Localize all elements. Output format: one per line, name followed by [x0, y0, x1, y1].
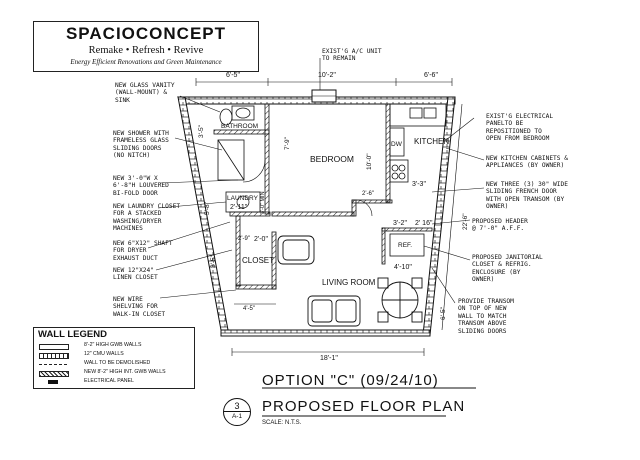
dim-top-middle: 10'-2": [318, 72, 336, 79]
refrigerator: [389, 233, 425, 257]
room-label-ref: REF.: [398, 242, 413, 249]
note-kitchen-cabinets: NEW KITCHEN CABINETS & APPLIANCES (BY OW…: [486, 155, 568, 170]
plan-title: PROPOSED FLOOR PLAN: [262, 398, 466, 415]
note-shower: NEW SHOWER WITH FRAMELESS GLASS SLIDING …: [113, 130, 169, 160]
room-label-dw: DW: [391, 141, 402, 148]
legend-label: ELECTRICAL PANEL: [84, 378, 134, 384]
room-label-bathroom: BATHROOM: [221, 123, 259, 130]
legend-swatch-gwb: [39, 344, 69, 350]
legend-label: 12" CMU WALLS: [84, 351, 124, 357]
legend-title: WALL LEGEND: [38, 329, 107, 340]
company-tagline: Remake • Refresh • Revive: [88, 45, 204, 56]
company-subline: Energy Efficient Renovations and Green M…: [70, 58, 222, 66]
legend-item: WALL TO BE DEMOLISHED: [34, 359, 194, 369]
dim-right-lower: 6'-5": [440, 307, 447, 320]
company-logo-block: SPACIOCONCEPT Remake • Refresh • Revive …: [33, 21, 259, 72]
bathroom-fixtures: [217, 105, 255, 181]
dim-laundry-w: 2'-11": [230, 204, 248, 211]
plan-scale: SCALE: N.T.S.: [262, 420, 302, 426]
note-shelving: NEW WIRE SHELVING FOR WALK-IN CLOSET: [113, 296, 166, 318]
leader-lines: [147, 58, 485, 304]
legend-item: NEW 8'-2" HIGH INT. GWB WALLS: [34, 368, 194, 378]
sofa: [307, 295, 361, 327]
note-transom: PROVIDE TRANSOM ON TOP OF NEW WALL TO MA…: [458, 298, 514, 335]
legend-label: NEW 8'-2" HIGH INT. GWB WALLS: [84, 369, 166, 375]
note-glass-vanity: NEW GLASS VANITY (WALL-MOUNT) & SINK: [115, 82, 175, 104]
dim-min-label: 3'-0" MIN: [260, 191, 266, 214]
exterior-walls: [177, 96, 456, 337]
armchair: [277, 235, 315, 265]
dim-top-right: 6'-6": [424, 72, 438, 79]
legend-swatch-demolish: [39, 364, 67, 365]
dim-right-side: 22'-6": [462, 213, 469, 230]
note-french-door: NEW THREE (3) 30" WIDE SLIDING FRENCH DO…: [486, 181, 568, 211]
note-laundry-closet: NEW LAUNDRY CLOSET FOR A STACKED WASHING…: [113, 203, 181, 233]
legend-swatch-new-wall: [39, 371, 69, 377]
dim-left-c: 3'-5": [210, 255, 217, 268]
legend-item: 8'-2" HIGH GWB WALLS: [34, 341, 194, 351]
note-ac-unit: EXIST'G A/C UNIT TO REMAIN: [322, 48, 382, 63]
dim-bottom: 18'-1": [320, 355, 338, 362]
legend-label: 8'-2" HIGH GWB WALLS: [84, 342, 142, 348]
company-name: SPACIOCONCEPT: [65, 24, 227, 43]
dim-ref-w: 4'-10": [394, 264, 412, 271]
dim-left-b: 5'-8": [204, 202, 211, 215]
dim-closet-top: 3'-2": [393, 220, 407, 227]
dining-table: [377, 277, 423, 323]
note-header: PROPOSED HEADER @ 7'-0" A.F.F.: [472, 218, 528, 233]
dim-small-a: 2'-0": [254, 236, 268, 243]
legend-swatch-cmu: [39, 353, 69, 359]
room-label-kitchen: KITCHEN: [414, 137, 450, 146]
room-label-closet: CLOSET: [242, 256, 275, 265]
dim-left-a: 3'-5": [198, 125, 205, 138]
dim-bottom-left: 4'-5": [243, 306, 255, 312]
room-label-living-room: LIVING ROOM: [322, 278, 376, 287]
kitchen-counter: [389, 103, 447, 183]
note-bifold-door: NEW 3'-0"W x 6'-8"H LOUVERED BI-FOLD DOO…: [113, 175, 169, 197]
dim-kitchen-w: 3'-3": [412, 181, 426, 188]
legend-item: ELECTRICAL PANEL: [34, 377, 194, 387]
room-label-bedroom: BEDROOM: [310, 154, 354, 164]
option-title: OPTION "C" (09/24/10): [262, 372, 439, 389]
note-janitorial: PROPOSED JANITORIAL CLOSET & REFRIG. ENC…: [472, 254, 543, 284]
dimension-lines: [195, 78, 463, 356]
note-shaft: NEW 6"x12" SHAFT FOR DRYER EXHAUST DUCT: [113, 240, 173, 262]
dim-bedroom-height: 10'-0": [366, 153, 373, 170]
legend-label: WALL TO BE DEMOLISHED: [84, 360, 151, 366]
note-electrical-panel: EXIST'G ELECTRICAL PANELTO BE REPOSITION…: [486, 113, 554, 143]
legend-swatch-electrical: [48, 380, 58, 384]
dim-closet-mid: 2' 16": [415, 220, 433, 227]
room-label-laundry: LAUNDRY: [227, 195, 258, 202]
dim-bath-width: 7'-9": [284, 137, 291, 150]
dim-small-c: 2'-6": [362, 191, 374, 197]
sheet-ref: A-1: [231, 413, 243, 420]
sheet-bubble: 3 A-1: [223, 398, 251, 426]
dim-top-left: 6'-5": [226, 72, 240, 79]
legend-item: 12" CMU WALLS: [34, 350, 194, 360]
wall-legend: WALL LEGEND 8'-2" HIGH GWB WALLS 12" CMU…: [33, 327, 195, 389]
note-linen: NEW 12"x24" LINEN CLOSET: [113, 267, 158, 282]
door-swings: [242, 159, 373, 217]
dim-small-b: 2'-9": [238, 236, 250, 242]
sheet-number: 3: [234, 401, 240, 411]
